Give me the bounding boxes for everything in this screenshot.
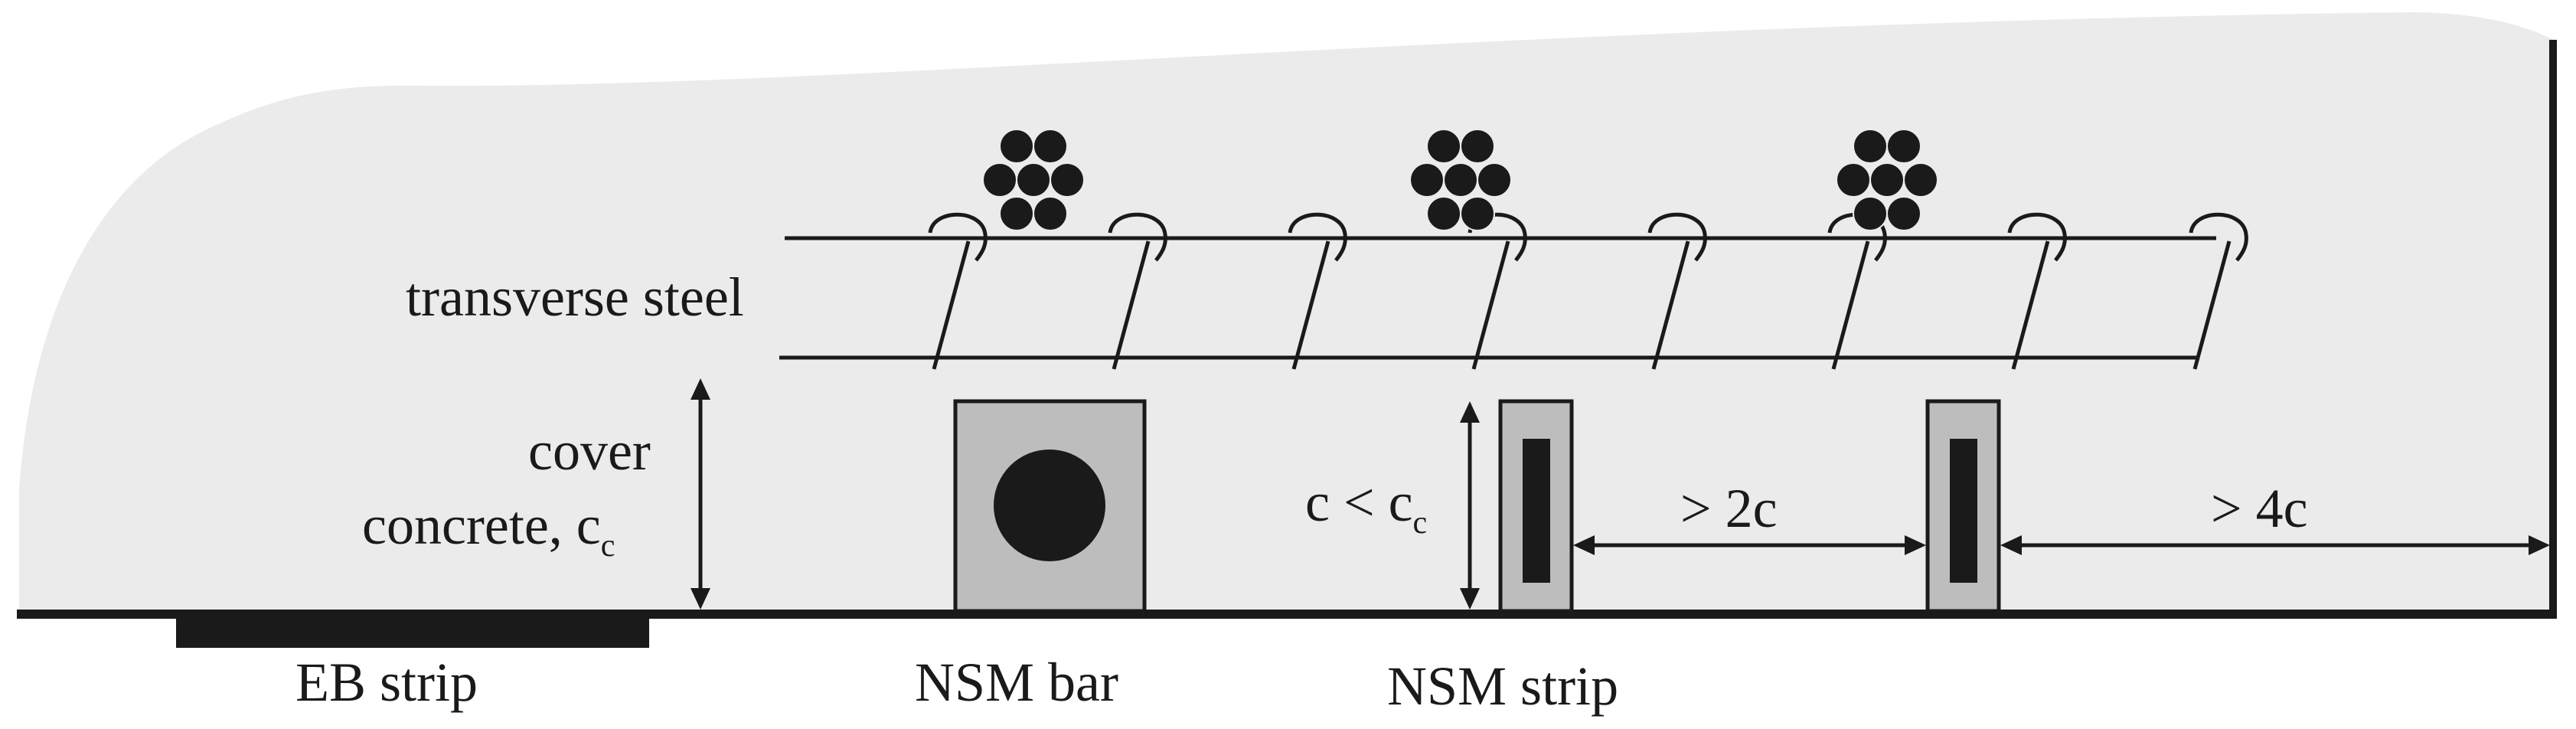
longitudinal-bar: [1033, 129, 1068, 164]
nsm-bar-label: NSM bar: [915, 652, 1118, 713]
edge-4c-label: > 4c: [2211, 478, 2308, 539]
concrete-cc-subscript: c: [601, 528, 615, 564]
longitudinal-bar: [1033, 196, 1068, 231]
stirrup-hook: [1827, 212, 1887, 262]
longitudinal-bar: [999, 196, 1034, 231]
edge-4c-arrow-right: [2529, 535, 2550, 555]
nsm-strip-1: [1523, 439, 1550, 583]
longitudinal-bar: [1886, 129, 1921, 164]
longitudinal-bar: [1443, 162, 1478, 198]
longitudinal-bar: [1460, 196, 1495, 231]
spacing-2c-label: > 2c: [1680, 478, 1778, 539]
stirrup-leg: [1112, 240, 1151, 370]
cover-arrow-bottom: [691, 588, 710, 610]
longitudinal-bar: [1836, 162, 1871, 198]
longitudinal-bar: [1853, 129, 1888, 164]
stirrup-hook: [928, 212, 988, 262]
stirrup-hook: [1647, 212, 1707, 262]
longitudinal-bar-bundles: [982, 129, 1938, 231]
longitudinal-bar: [1886, 196, 1921, 231]
strip-cover-arrow-bottom: [1460, 588, 1480, 610]
c-less-than-cc-subscript: c: [1413, 505, 1428, 541]
cover-arrow-top: [691, 378, 710, 400]
eb-strip-label: EB strip: [295, 652, 478, 713]
stirrup-hook: [2189, 212, 2248, 262]
longitudinal-bar: [1409, 162, 1445, 198]
strip-cover-arrow-top: [1460, 401, 1480, 423]
transverse-steel: [779, 236, 2216, 360]
cover-label: cover: [528, 420, 651, 482]
longitudinal-bar: [1477, 162, 1512, 198]
stirrup-leg: [1831, 240, 1870, 370]
spacing-2c-arrow-right: [1905, 535, 1926, 555]
stirrup-leg: [1651, 240, 1690, 370]
longitudinal-bar: [1903, 162, 1938, 198]
longitudinal-bar: [1050, 162, 1085, 198]
longitudinal-bar: [982, 162, 1017, 198]
stirrup-leg: [1291, 240, 1330, 370]
eb-strip: [176, 617, 649, 648]
c-less-than-cc-label: c < cc: [1305, 472, 1427, 541]
longitudinal-bar: [1853, 196, 1888, 231]
longitudinal-bar: [1869, 162, 1905, 198]
stirrup-hook: [1288, 212, 1347, 262]
nsm-strip-2: [1950, 439, 1977, 583]
nsm-bar: [994, 449, 1105, 561]
concrete-cc-label: concrete, cc: [362, 495, 615, 564]
nsm-strip-label: NSM strip: [1387, 655, 1618, 717]
stirrup-leg: [2011, 240, 2050, 370]
longitudinal-bar: [999, 129, 1034, 164]
stirrup-leg: [932, 240, 971, 370]
longitudinal-bar: [1426, 196, 1461, 231]
stirrup-hook: [1108, 212, 1167, 262]
spacing-2c-arrow-left: [1573, 535, 1595, 555]
stirrup-leg: [1471, 240, 1510, 370]
stirrup-hook: [2007, 212, 2067, 262]
stirrup-leg: [2192, 240, 2232, 370]
edge-4c-arrow-left: [2000, 535, 2022, 555]
concrete-cc-main: concrete, c: [362, 495, 601, 556]
transverse-steel-label: transverse steel: [406, 266, 744, 328]
longitudinal-bar: [1016, 162, 1051, 198]
longitudinal-bar: [1426, 129, 1461, 164]
longitudinal-bar: [1460, 129, 1495, 164]
concrete-section: [19, 12, 2553, 610]
c-less-than-cc-main: c < c: [1305, 472, 1413, 533]
